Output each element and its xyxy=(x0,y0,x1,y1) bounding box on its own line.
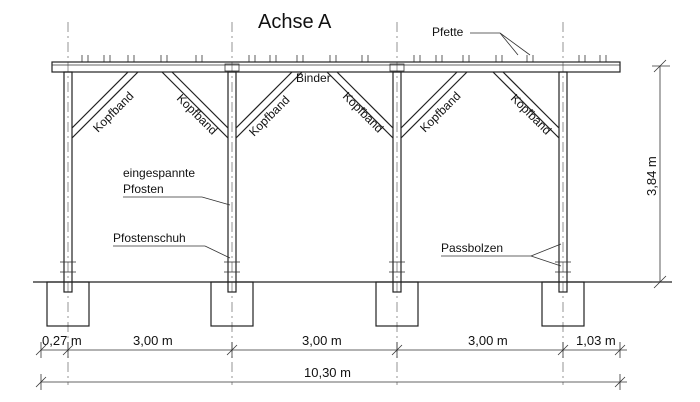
height-dimension xyxy=(652,59,670,289)
label-kopfband-5: Kopfband xyxy=(417,89,463,135)
span-dimension-line xyxy=(35,342,627,358)
dim-height: 3,84 m xyxy=(644,156,659,196)
dim-span-2: 3,00 m xyxy=(302,333,342,348)
posts xyxy=(60,71,571,293)
label-kopfband-6: Kopfband xyxy=(508,91,554,137)
dim-span-3: 3,00 m xyxy=(468,333,508,348)
label-pfostenschuh: Pfostenschuh xyxy=(113,231,186,245)
title: Achse A xyxy=(258,11,332,33)
label-kopfband-3: Kopfband xyxy=(246,93,292,139)
label-kopfband-4: Kopfband xyxy=(340,89,386,135)
label-passbolzen: Passbolzen xyxy=(441,241,503,255)
pfostenschuh-leader xyxy=(113,245,231,259)
total-dimension-line xyxy=(35,374,627,390)
pfette-leaders xyxy=(470,32,531,56)
pfosten-leader xyxy=(123,196,231,206)
label-pfette: Pfette xyxy=(432,25,464,39)
axis-lines xyxy=(67,22,564,385)
dim-overhang-right: 1,03 m xyxy=(576,333,616,348)
binder-beam xyxy=(51,61,621,73)
label-pfosten-line1: eingespannte xyxy=(123,166,195,180)
dim-span-1: 3,00 m xyxy=(133,333,173,348)
foundations xyxy=(46,281,585,327)
label-kopfband-2: Kopfband xyxy=(174,91,220,137)
passbolzen-leader xyxy=(441,243,562,267)
label-binder: Binder xyxy=(296,71,331,85)
dim-overhang-left: 0,27 m xyxy=(42,333,82,348)
purlin-ticks xyxy=(81,55,607,62)
kopfband-braces xyxy=(71,71,560,139)
dim-total: 10,30 m xyxy=(304,365,351,380)
label-pfosten-line2: Pfosten xyxy=(123,182,164,196)
